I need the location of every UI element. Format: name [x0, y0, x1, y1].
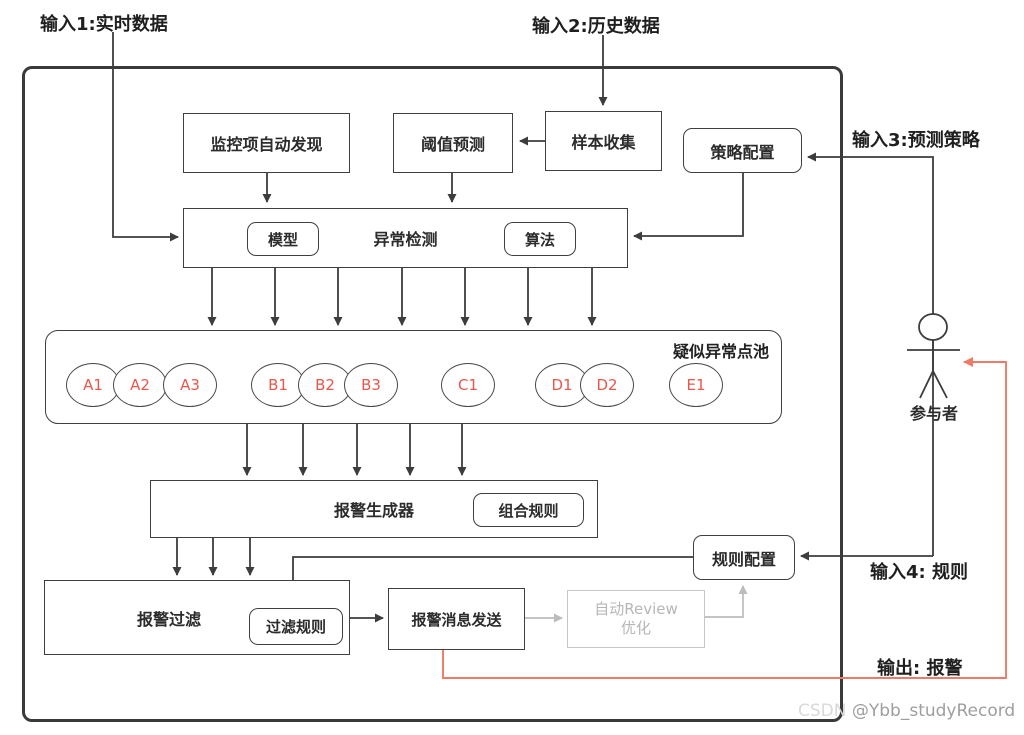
system-boundary-frame: [22, 66, 843, 722]
pool-item: B2: [298, 363, 352, 407]
chip-filter-rules: 过滤规则: [249, 608, 343, 645]
node-alert-filter-label: 报警过滤: [136, 609, 201, 629]
pool-item-label: B3: [361, 376, 381, 394]
pool-item-label: A3: [180, 376, 200, 394]
node-auto-review-line2: 优化: [620, 619, 651, 637]
label-participant: 参与者: [909, 404, 958, 423]
watermark-handle: @Ybb_studyRecord: [851, 701, 1016, 721]
node-alert-generator-label: 报警生成器: [333, 501, 414, 520]
pool-item-label: A1: [83, 376, 103, 394]
pool-item: B3: [344, 363, 398, 407]
label-input1: 输入1:实时数据: [40, 14, 168, 35]
dark-flow-lines: [112, 32, 934, 623]
node-anomaly-detection-label: 异常检测: [373, 230, 438, 249]
pool-item: B1: [251, 363, 305, 407]
pool-item: C1: [441, 363, 495, 407]
pool-item: D2: [580, 363, 634, 407]
pool-item-label: C1: [457, 376, 479, 394]
node-anomaly-detection: 模型 异常检测 算法: [183, 208, 628, 268]
pool-item-label: E1: [686, 376, 706, 394]
chip-combine-rules: 组合规则: [473, 493, 584, 527]
pool-item: A1: [66, 363, 120, 407]
node-rule-config: 规则配置: [693, 535, 795, 580]
pool-item-label: D2: [596, 376, 618, 394]
output-alert-line: [442, 357, 1007, 679]
flow-strategy-to-anomaly: [633, 172, 744, 241]
pool-item-label: B1: [268, 376, 288, 394]
pool-item: E1: [669, 363, 723, 407]
gray-flow-lines: [525, 585, 748, 623]
participant-actor-icon: [907, 313, 960, 399]
label-input4: 输入4: 规则: [870, 562, 968, 583]
chip-algorithm: 算法: [504, 222, 576, 256]
flow-input3-arrow: [807, 152, 934, 556]
pool-title: 疑似异常点池: [672, 342, 769, 361]
label-input2: 输入2:历史数据: [532, 16, 660, 37]
node-auto-review: 自动Review 优化: [567, 590, 705, 648]
flow-review-ruleconfig: [705, 585, 748, 618]
watermark-prefix: CSDN: [798, 701, 847, 721]
label-input3: 输入3:预测策略: [852, 130, 980, 151]
node-alert-generator: 报警生成器 组合规则: [150, 480, 598, 538]
pool-item-label: D1: [551, 376, 573, 394]
label-output: 输出: 报警: [877, 658, 963, 679]
watermark: CSDN @Ybb_studyRecord: [798, 701, 1015, 721]
node-threshold-predict: 阈值预测: [393, 113, 513, 173]
pool-item-label: A2: [130, 376, 150, 394]
node-sample-collect: 样本收集: [545, 111, 662, 171]
node-monitor-discovery: 监控项自动发现: [183, 113, 350, 173]
pool-item: A3: [163, 363, 217, 407]
node-strategy-config: 策略配置: [683, 128, 802, 173]
pool-item-label: B2: [315, 376, 335, 394]
node-anomaly-pool: 疑似异常点池 A1 A2 A3 B1 B2 B3 C1 D1 D2 E1: [45, 330, 782, 424]
chip-model: 模型: [247, 222, 319, 256]
node-alert-send: 报警消息发送: [388, 588, 525, 650]
flow-output-alert: [442, 357, 1007, 679]
pool-item: A2: [113, 363, 167, 407]
node-auto-review-line1: 自动Review: [594, 600, 678, 619]
flow-input1-arrow: [112, 32, 179, 242]
node-alert-filter: 报警过滤 过滤规则: [44, 580, 350, 655]
